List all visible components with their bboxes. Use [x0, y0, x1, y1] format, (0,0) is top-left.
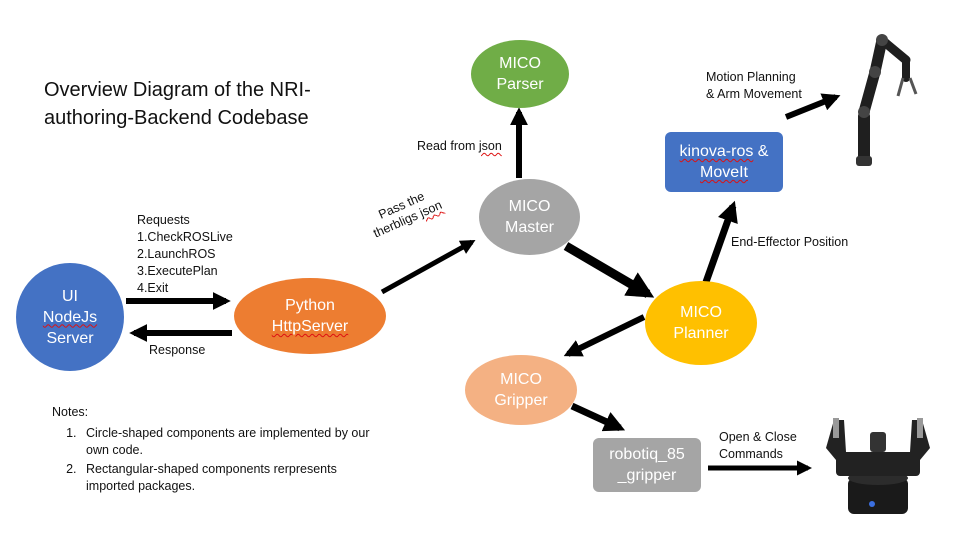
mico-planner-line1: MICO — [680, 304, 722, 321]
mico-parser-line2: Parser — [496, 76, 544, 93]
requests-item-2: 2.LaunchROS — [137, 247, 216, 261]
motion-line2: & Arm Movement — [706, 87, 802, 101]
ui-node-line1: UI — [62, 287, 78, 305]
mico-gripper-line1: MICO — [500, 371, 542, 388]
planner-to-kinova-arrow — [702, 200, 738, 284]
requests-item-1: 1.CheckROSLive — [137, 230, 233, 244]
robotiq-85-gripper-node: robotiq_85 _gripper — [593, 438, 701, 492]
kinova-ros-text: kinova-ros — [679, 143, 754, 160]
requests-label: Requests 1.CheckROSLive 2.LaunchROS 3.Ex… — [137, 212, 233, 297]
mico-planner-node: MICO Planner — [645, 281, 757, 365]
mico-gripper-line2: Gripper — [494, 392, 548, 409]
kinova-ros-moveit-node: kinova-ros & MoveIt — [665, 132, 783, 192]
notes-section: Notes: Circle-shaped components are impl… — [52, 404, 372, 497]
mico-parser-line1: MICO — [499, 55, 541, 72]
requests-item-3: 3.ExecutePlan — [137, 264, 218, 278]
notes-list: Circle-shaped components are implemented… — [52, 425, 372, 495]
mico-master-line2: Master — [505, 219, 554, 236]
motion-planning-arrow — [784, 93, 841, 120]
response-label: Response — [149, 343, 206, 357]
requests-item-4: 4.Exit — [137, 281, 169, 295]
open-close-line2: Commands — [719, 447, 783, 461]
requests-heading: Requests — [137, 213, 190, 227]
robotiq-node-line1: robotiq_85 — [609, 446, 685, 463]
mico-master-node: MICO Master — [479, 179, 580, 255]
read-json-label: Read from json — [417, 139, 502, 153]
ui-node-line3: Server — [46, 329, 94, 347]
motion-planning-label: Motion Planning & Arm Movement — [706, 69, 802, 103]
ui-nodejs-server-node: UI NodeJs Server — [16, 263, 124, 371]
master-to-planner-arrow — [563, 242, 655, 298]
open-close-line1: Open & Close — [719, 430, 797, 444]
robotiq-gripper-illustration — [826, 418, 930, 514]
planner-to-gripper-arrow — [563, 314, 646, 357]
mico-master-line1: MICO — [508, 198, 551, 215]
open-close-label: Open & Close Commands — [719, 429, 797, 463]
motion-line1: Motion Planning — [706, 70, 796, 84]
python-httpserver-node: Python HttpServer — [234, 278, 386, 354]
python-node-line1: Python — [285, 297, 335, 314]
kinova-arm-illustration — [856, 34, 918, 166]
notes-item-2: Rectangular-shaped components rerpresent… — [80, 461, 372, 495]
python-node-line2: HttpServer — [271, 318, 349, 335]
notes-heading: Notes: — [52, 405, 89, 419]
json-word-read: json — [478, 139, 502, 153]
robotiq-node-line2: _gripper — [617, 467, 677, 484]
mico-parser-node: MICO Parser — [471, 40, 569, 108]
mico-gripper-node: MICO Gripper — [465, 355, 577, 425]
gripper-to-robotiq-arrow — [570, 402, 626, 432]
diagram-title: Overview Diagram of the NRI-authoring-Ba… — [44, 79, 311, 129]
notes-item-1: Circle-shaped components are implemented… — [80, 425, 372, 459]
end-effector-label: End-Effector Position — [731, 235, 849, 249]
pass-json-arrow — [380, 239, 476, 295]
ui-node-line2: NodeJs — [42, 308, 98, 326]
kinova-node-line2: MoveIt — [699, 164, 748, 181]
mico-planner-line2: Planner — [673, 325, 729, 342]
kinova-node-line1: kinova-ros & — [679, 143, 769, 160]
